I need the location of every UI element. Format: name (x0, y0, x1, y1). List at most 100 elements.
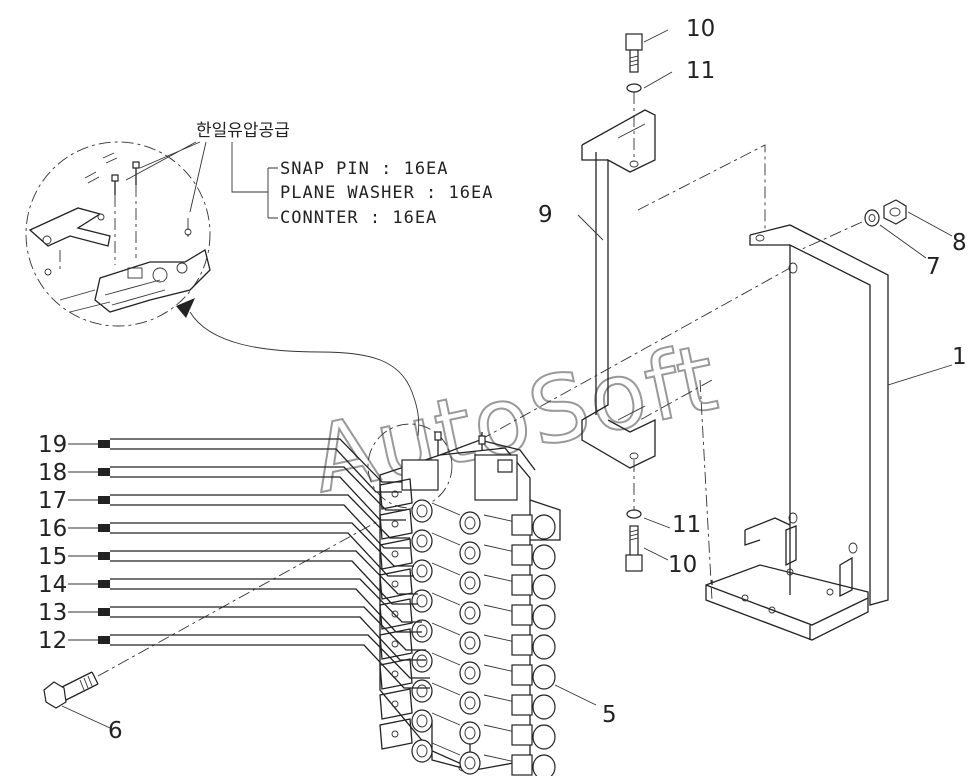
callout-16: 16 (38, 516, 67, 542)
valve-port-a-inner (416, 684, 428, 698)
valve-spool-end (379, 718, 413, 750)
callout-18: 18 (38, 460, 67, 486)
rod-bottom-edge (110, 616, 426, 661)
valve-spool-end (379, 478, 413, 510)
valve-relief-hex (511, 754, 533, 776)
valve-pin-hole (391, 520, 399, 528)
lever-rod (98, 634, 430, 689)
valve-spool-end (379, 538, 413, 570)
valve-port-a (411, 529, 433, 553)
valve-port-b-inner (464, 636, 476, 650)
detail-arrow-head (176, 298, 195, 318)
valve-pin-hole (391, 580, 399, 588)
rod-bottom-edge (110, 532, 414, 577)
valve-sections (379, 478, 556, 776)
valve-port-b-inner (464, 516, 476, 530)
callout-7: 7 (926, 254, 941, 280)
valve-port-b (459, 541, 481, 565)
valve-port-b (459, 751, 481, 775)
valve-spool-end (379, 508, 413, 540)
valve-relief-cap (532, 694, 556, 720)
note-connter: CONNTER : 16EA (280, 208, 437, 228)
valve-relief-hex (511, 574, 533, 596)
callout-8: 8 (952, 230, 967, 256)
valve-pin-hole (391, 700, 399, 708)
bolt-10-top (625, 29, 673, 160)
valve-pin-hole (391, 490, 399, 498)
valve-section (379, 598, 556, 660)
valve-relief-hex (511, 514, 533, 536)
valve-pin-hole (391, 670, 399, 678)
valve-section (379, 508, 556, 570)
valve-port-a-inner (416, 744, 428, 758)
lever-rod (98, 494, 410, 549)
valve-relief-cap (532, 544, 556, 570)
valve-section (379, 658, 556, 720)
detail-bracket (28, 207, 111, 247)
valve-port-b-inner (464, 696, 476, 710)
valve-port-b-inner (464, 666, 476, 680)
valve-relief-cap (532, 724, 556, 750)
valve-port-a-inner (416, 564, 428, 578)
supplier-label: 한일유압공급 (196, 121, 290, 141)
valve-port-b (459, 601, 481, 625)
callout-leader-5 (554, 684, 597, 706)
supply-note: 한일유압공급 SNAP PIN : 16EA PLANE WASHER : 16… (125, 121, 493, 228)
rod-bottom-edge (110, 588, 422, 633)
callouts: 10 11 9 8 7 1 11 10 5 6 19 18 17 16 15 1… (38, 16, 967, 744)
rod-top-edge (110, 466, 406, 511)
washer-11-bottom (626, 509, 642, 519)
valve-port-b-inner (464, 726, 476, 740)
rod-bottom-edge (110, 476, 406, 521)
valve-port-a-inner (416, 504, 428, 518)
nut-8-washer-7 (799, 199, 953, 259)
valve-relief-cap (532, 604, 556, 630)
valve-relief-hex (511, 634, 533, 656)
valve-port-a (411, 559, 433, 583)
valve-port-a-inner (416, 594, 428, 608)
callout-11-top: 11 (686, 58, 715, 84)
rod-thread (98, 608, 110, 616)
rod-bottom-edge (110, 504, 410, 549)
rod-thread (98, 580, 110, 588)
supplier-leaders (125, 141, 207, 213)
valve-port-b (459, 721, 481, 745)
detail-circle (25, 141, 211, 327)
note-plane-washer: PLANE WASHER : 16EA (280, 183, 493, 203)
lever-rods (98, 438, 430, 689)
rod-top-edge (110, 522, 414, 567)
valve-port-b (459, 661, 481, 685)
valve-relief-cap (532, 514, 556, 540)
valve-port-b-inner (464, 576, 476, 590)
rod-thread (98, 440, 110, 448)
callout-19: 19 (38, 432, 67, 458)
valve-pin-hole (391, 730, 399, 738)
rod-thread (98, 468, 110, 476)
valve-port-a (411, 649, 433, 673)
valve-relief-hex (511, 724, 533, 746)
detail-connector-curve (189, 311, 420, 437)
valve-spool-end (379, 658, 413, 690)
valve-section (379, 478, 556, 540)
valve-port-a-inner (416, 624, 428, 638)
valve-port-a-inner (416, 534, 428, 548)
callout-6: 6 (108, 718, 123, 744)
valve-section (379, 568, 556, 630)
valve-port-b-inner (464, 606, 476, 620)
rod-bottom-edge (110, 644, 430, 689)
lever-rod (98, 550, 418, 605)
valve-port-a-inner (416, 714, 428, 728)
valve-relief-cap (532, 574, 556, 600)
callout-1: 1 (952, 344, 967, 370)
rod-top-edge (110, 550, 418, 595)
callout-10-top: 10 (686, 16, 715, 42)
bracket-9 (577, 109, 656, 469)
valve-port-a (411, 619, 433, 643)
nut-8 (883, 199, 907, 225)
lever-rod (98, 466, 406, 521)
rod-top-edge (110, 494, 410, 539)
valve-port-a-inner (416, 654, 428, 668)
callout-leaders-rods (68, 443, 98, 641)
lever-rod (98, 606, 426, 661)
valve-port-b (459, 691, 481, 715)
